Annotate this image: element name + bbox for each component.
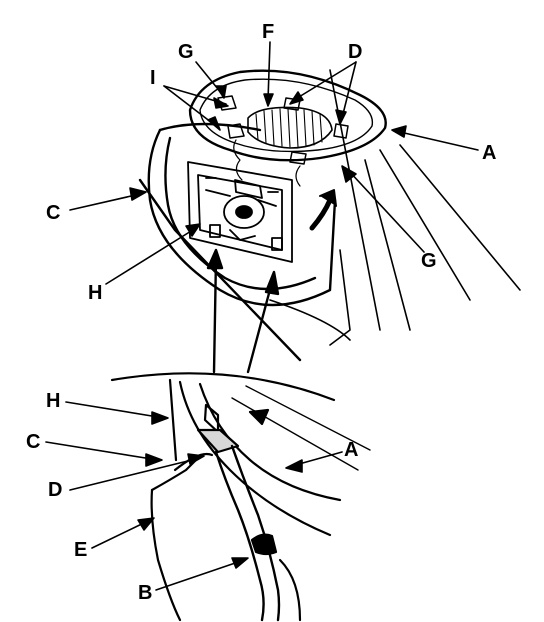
leader-lines	[45, 41, 479, 591]
label-g-hook-top: G	[178, 41, 194, 63]
rotate-direction-arrow	[309, 189, 337, 231]
door-body-lines	[269, 69, 521, 346]
label-h-actuator-top: H	[88, 282, 103, 304]
label-c-housing-top: C	[46, 202, 61, 224]
mirror-actuator	[187, 161, 293, 263]
label-d-clip-top: D	[348, 41, 363, 63]
label-i-tabs: I	[150, 67, 156, 89]
label-d-clip-inset: D	[48, 479, 63, 501]
label-a-mirror-holder-inset: A	[344, 439, 359, 461]
inset-detail	[110, 372, 371, 622]
label-c-housing-inset: C	[26, 431, 41, 453]
label-h-actuator-inset: H	[46, 390, 61, 412]
label-b-tool: B	[138, 582, 153, 604]
label-e-hand: E	[74, 539, 88, 561]
inset-link-arrows	[206, 248, 280, 374]
label-g-hook-right: G	[421, 250, 437, 272]
label-f-mirror-glass: F	[262, 21, 275, 43]
mirror-glass	[188, 69, 387, 187]
label-a-mirror-holder-top: A	[482, 142, 497, 164]
